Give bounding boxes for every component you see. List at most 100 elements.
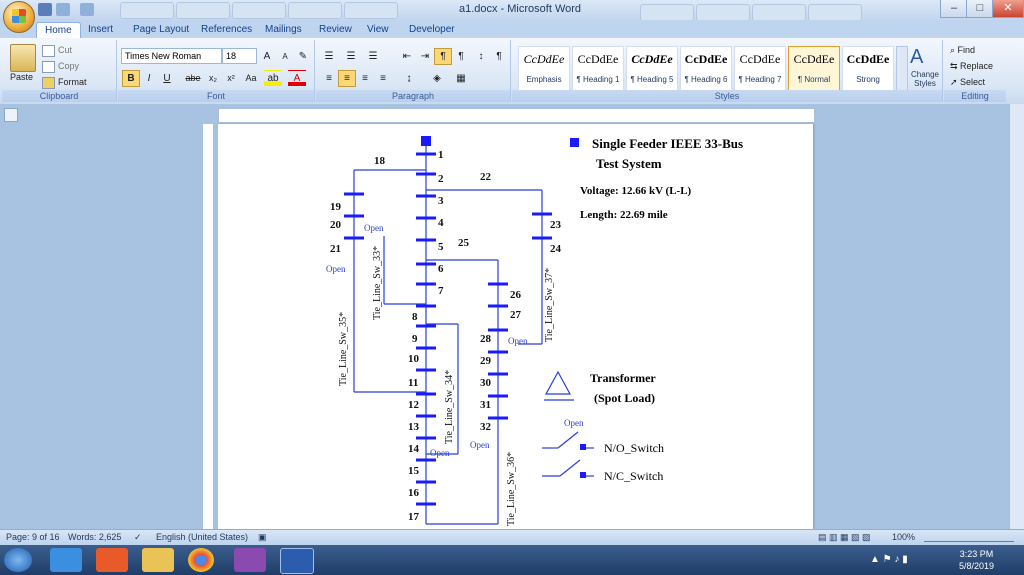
brush-icon	[42, 76, 55, 89]
background-window-tab[interactable]	[808, 4, 862, 21]
background-window-tab[interactable]	[288, 2, 342, 19]
undo-icon[interactable]	[56, 3, 70, 16]
paste-icon[interactable]	[10, 44, 36, 72]
page-count[interactable]: Page: 9 of 16	[6, 532, 60, 542]
replace-icon: ⇆	[950, 61, 961, 71]
save-icon[interactable]	[38, 3, 52, 16]
align-center-icon[interactable]: ≡	[338, 70, 356, 87]
copy-button[interactable]: Copy	[42, 59, 79, 73]
italic-button[interactable]: I	[147, 73, 151, 84]
shrink-font-button[interactable]: A	[282, 52, 288, 61]
rtl-icon[interactable]: ¶	[458, 51, 464, 62]
tab-review[interactable]: Review	[319, 24, 352, 35]
style-heading-6[interactable]: CcDdEe¶ Heading 6	[680, 46, 732, 92]
strikethrough-button[interactable]: abe	[185, 73, 201, 83]
office-button[interactable]	[3, 1, 35, 33]
explorer-icon[interactable]	[142, 548, 174, 572]
minimize-button[interactable]: –	[940, 0, 968, 18]
clipboard-group-label: Clipboard	[2, 90, 116, 102]
grow-font-button[interactable]: A	[263, 51, 271, 62]
style-normal[interactable]: CcDdEe¶ Normal	[788, 46, 840, 92]
redo-icon[interactable]	[80, 3, 94, 16]
maximize-button[interactable]: □	[966, 0, 994, 18]
tray-icons[interactable]: ▲ ⚑ ♪ ▮	[870, 554, 908, 565]
tab-mailings[interactable]: Mailings	[265, 24, 302, 35]
macro-icon[interactable]: ▣	[258, 532, 267, 542]
increase-indent-icon[interactable]: ⇥	[420, 51, 430, 62]
line-spacing-icon[interactable]: ↨	[406, 73, 412, 84]
multilevel-list-icon[interactable]: ☰	[368, 51, 378, 62]
justify-icon[interactable]: ≡	[380, 73, 386, 84]
tab-references[interactable]: References	[201, 24, 253, 35]
font-size-combo[interactable]: 18	[222, 48, 257, 64]
subscript-button[interactable]: x₂	[209, 73, 217, 83]
align-right-icon[interactable]: ≡	[362, 73, 368, 84]
transformer-icon	[544, 370, 572, 395]
align-left-icon[interactable]: ≡	[326, 73, 332, 84]
background-window-tab[interactable]	[696, 4, 750, 21]
replace-label: Replace	[960, 61, 994, 71]
view-buttons[interactable]: ▤ ▥ ▦ ▧ ▨	[818, 532, 871, 542]
tab-view[interactable]: View	[367, 24, 389, 35]
vertical-ruler[interactable]	[203, 124, 214, 529]
borders-icon[interactable]: ▦	[456, 73, 466, 84]
style-heading-7[interactable]: CcDdEe¶ Heading 7	[734, 46, 786, 92]
ie-icon[interactable]	[50, 548, 82, 572]
winrar-icon[interactable]	[234, 548, 266, 572]
underline-button[interactable]: U	[163, 73, 171, 84]
language-indicator[interactable]: English (United States)	[156, 532, 249, 542]
tab-developer[interactable]: Developer	[409, 24, 455, 35]
replace-button[interactable]: ⇆ Replace	[950, 59, 993, 73]
ltr-icon[interactable]: ¶	[434, 48, 452, 65]
find-button[interactable]: ⌕ Find	[950, 43, 975, 57]
zoom-level[interactable]: 100%	[892, 532, 916, 542]
clear-format-icon[interactable]: ✎	[298, 51, 308, 62]
document-page[interactable]: 1 2 3 4 5 6 7 8 9 10 11 12 13 14 15 16 1…	[218, 124, 813, 529]
close-button[interactable]: ✕	[992, 0, 1024, 18]
sort-icon[interactable]: ↕	[478, 51, 484, 62]
background-window-tab[interactable]	[120, 2, 174, 19]
tab-page-layout[interactable]: Page Layout	[133, 24, 190, 35]
bullets-icon[interactable]: ☰	[324, 51, 334, 62]
proofing-icon[interactable]: ✓	[134, 532, 142, 542]
change-styles-icon[interactable]: A	[910, 46, 924, 68]
styles-scroll[interactable]	[896, 46, 908, 92]
horizontal-ruler[interactable]	[218, 108, 815, 123]
bold-button[interactable]: B	[122, 70, 140, 87]
paste-button[interactable]: Paste	[10, 72, 34, 82]
word-count[interactable]: Words: 2,625	[68, 532, 122, 542]
tab-insert[interactable]: Insert	[88, 24, 114, 35]
style-heading-1[interactable]: CcDdEe¶ Heading 1	[572, 46, 624, 92]
start-button[interactable]	[4, 548, 32, 572]
open-label: Open	[470, 440, 490, 450]
highlight-icon[interactable]: ab	[264, 70, 282, 87]
format-painter-button[interactable]: Format Painter	[42, 75, 116, 101]
chrome-icon[interactable]	[188, 548, 214, 572]
background-window-tab[interactable]	[232, 2, 286, 19]
background-window-tab[interactable]	[176, 2, 230, 19]
decrease-indent-icon[interactable]: ⇤	[402, 51, 412, 62]
cut-button[interactable]: Cut	[42, 43, 72, 57]
font-name-combo[interactable]: Times New Roman	[121, 48, 222, 64]
shading-icon[interactable]: ◈	[433, 73, 441, 84]
zoom-slider[interactable]	[924, 533, 1014, 542]
tab-selector[interactable]	[4, 108, 18, 122]
style-heading-5[interactable]: CcDdEe¶ Heading 5	[626, 46, 678, 92]
font-color-icon[interactable]: A	[288, 70, 306, 87]
superscript-button[interactable]: x²	[227, 73, 235, 83]
change-styles-button[interactable]: Change Styles	[910, 70, 940, 88]
numbering-icon[interactable]: ☰	[346, 51, 356, 62]
background-window-tab[interactable]	[640, 4, 694, 21]
background-window-tab[interactable]	[344, 2, 398, 19]
change-case-button[interactable]: Aa	[245, 73, 257, 83]
show-marks-icon[interactable]: ¶	[496, 51, 502, 62]
media-player-icon[interactable]	[96, 548, 128, 572]
select-button[interactable]: ➚ Select	[950, 75, 985, 89]
vertical-scrollbar[interactable]	[1009, 104, 1024, 529]
background-window-tab[interactable]	[752, 4, 806, 21]
tab-home[interactable]: Home	[36, 22, 81, 39]
word-taskbar-icon[interactable]	[280, 548, 314, 574]
